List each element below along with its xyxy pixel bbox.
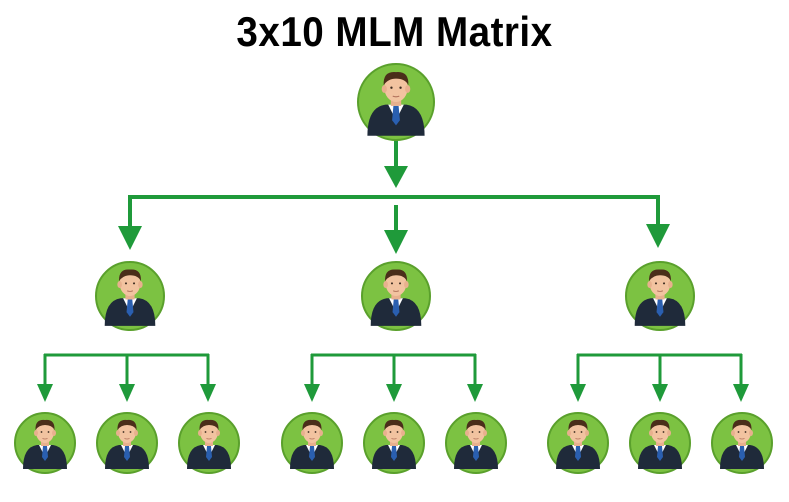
level2-node	[547, 412, 609, 474]
level1-node	[95, 261, 165, 331]
level1-node	[361, 261, 431, 331]
level2-node	[629, 412, 691, 474]
arrow-head	[384, 166, 408, 188]
arrow-head	[118, 226, 142, 250]
arrow-head	[384, 230, 408, 254]
arrow-head	[646, 224, 670, 248]
level2-node	[96, 412, 158, 474]
level1-node	[625, 261, 695, 331]
level2-node	[281, 412, 343, 474]
level2-node	[14, 412, 76, 474]
level2-node	[363, 412, 425, 474]
connectors-level-1	[37, 353, 749, 402]
connectors-level-0	[118, 137, 670, 254]
level2-node	[445, 412, 507, 474]
level2-node	[711, 412, 773, 474]
diagram-title: 3x10 MLM Matrix	[236, 8, 553, 55]
level2-node	[178, 412, 240, 474]
root-node	[357, 63, 435, 141]
